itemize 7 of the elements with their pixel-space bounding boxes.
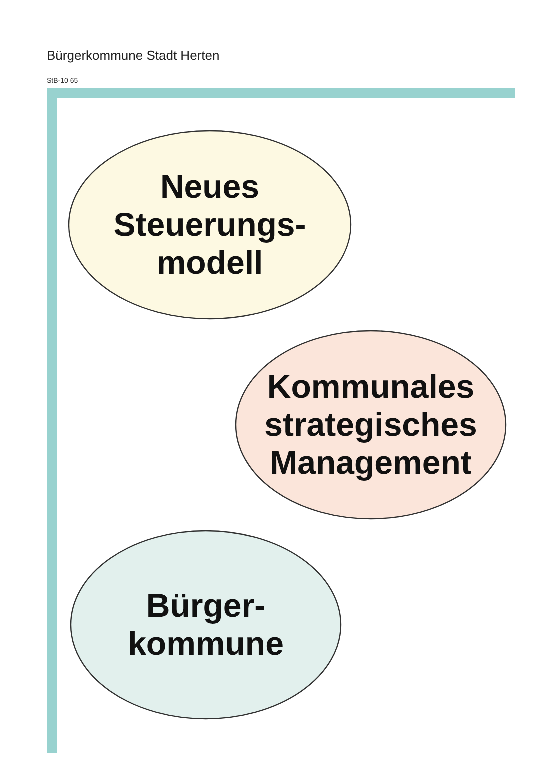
node-text: Kommunales strategisches Management [264, 368, 478, 482]
node-text: Bürger- kommune [127, 587, 285, 663]
ellipse-node [235, 330, 507, 520]
ellipse-node [70, 530, 342, 720]
ellipse-node [68, 130, 352, 320]
node-text: Neues Steuerungs- modell [112, 168, 308, 282]
page-title: Bürgerkommune Stadt Herten [47, 48, 220, 63]
